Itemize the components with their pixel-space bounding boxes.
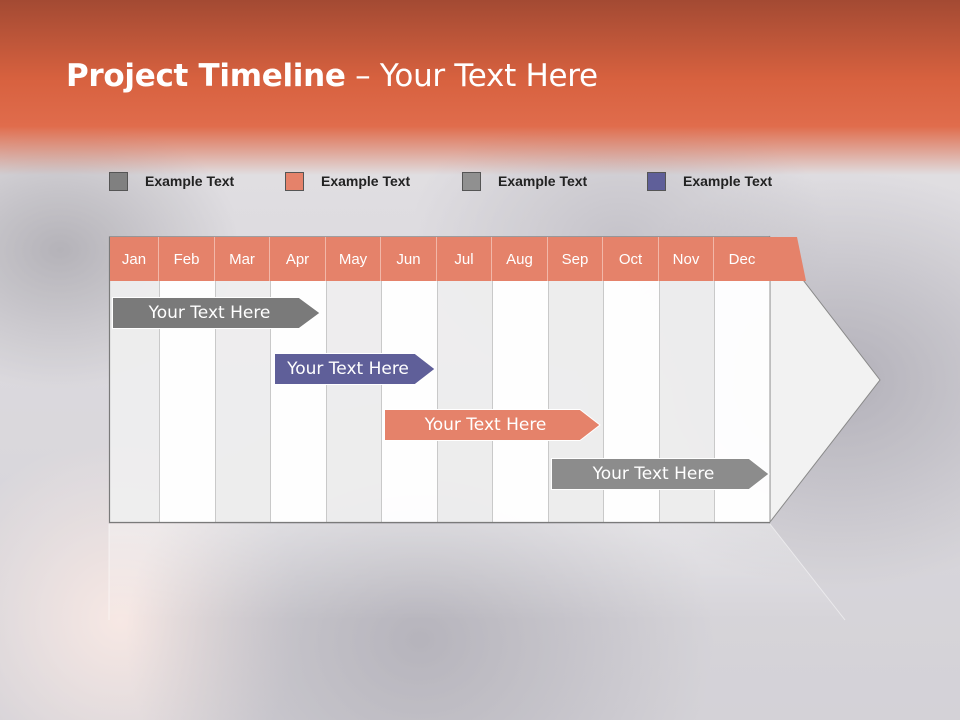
legend-swatch <box>109 171 128 191</box>
legend-item: Example Text <box>647 171 772 191</box>
task-bar-label: Your Text Here <box>424 415 547 435</box>
task-bar-label: Your Text Here <box>148 303 271 323</box>
month-header: Jan <box>110 237 159 281</box>
title-rest: – Your Text Here <box>345 58 598 94</box>
legend-label: Example Text <box>498 173 588 189</box>
title-bold: Project Timeline <box>66 58 346 94</box>
month-header: Mar <box>215 237 270 281</box>
reflection-edge <box>769 523 846 621</box>
legend-label: Example Text <box>321 173 411 189</box>
task-bar-shape <box>274 353 436 385</box>
legend-item: Example Text <box>285 171 410 191</box>
task-bar-label: Your Text Here <box>287 359 409 379</box>
legend-swatch <box>462 171 481 191</box>
arrow-head-band <box>770 237 806 281</box>
legend-item: Example Text <box>462 171 587 191</box>
month-header: Apr <box>270 237 326 281</box>
month-header: Oct <box>603 237 659 281</box>
month-header: Aug <box>492 237 548 281</box>
slide-title: Project Timeline – Your Text Here <box>66 58 598 94</box>
legend-swatch <box>285 171 304 191</box>
header-band <box>0 0 960 175</box>
task-bar[interactable]: Your Text Here <box>274 353 436 385</box>
legend-swatch <box>647 171 666 191</box>
task-bar-label: Your Text Here <box>592 464 715 484</box>
month-header: Feb <box>159 237 215 281</box>
legend-label: Example Text <box>683 173 773 189</box>
legend-item: Example Text <box>109 171 234 191</box>
month-header: Nov <box>659 237 714 281</box>
timeline-reflection <box>109 524 845 620</box>
task-bar[interactable]: Your Text Here <box>112 297 321 329</box>
task-bar-shape <box>384 409 601 441</box>
task-bar-shape <box>551 458 770 490</box>
month-header: Jun <box>381 237 437 281</box>
month-header: Jul <box>437 237 492 281</box>
legend-label: Example Text <box>145 173 235 189</box>
month-header: May <box>326 237 381 281</box>
month-header: Sep <box>548 237 603 281</box>
month-column <box>492 281 548 522</box>
month-header: Dec <box>714 237 770 281</box>
month-column <box>381 281 437 522</box>
task-bar[interactable]: Your Text Here <box>384 409 601 441</box>
task-bar[interactable]: Your Text Here <box>551 458 770 490</box>
task-bar-shape <box>112 297 321 329</box>
month-column <box>437 281 492 522</box>
month-column <box>326 281 381 522</box>
